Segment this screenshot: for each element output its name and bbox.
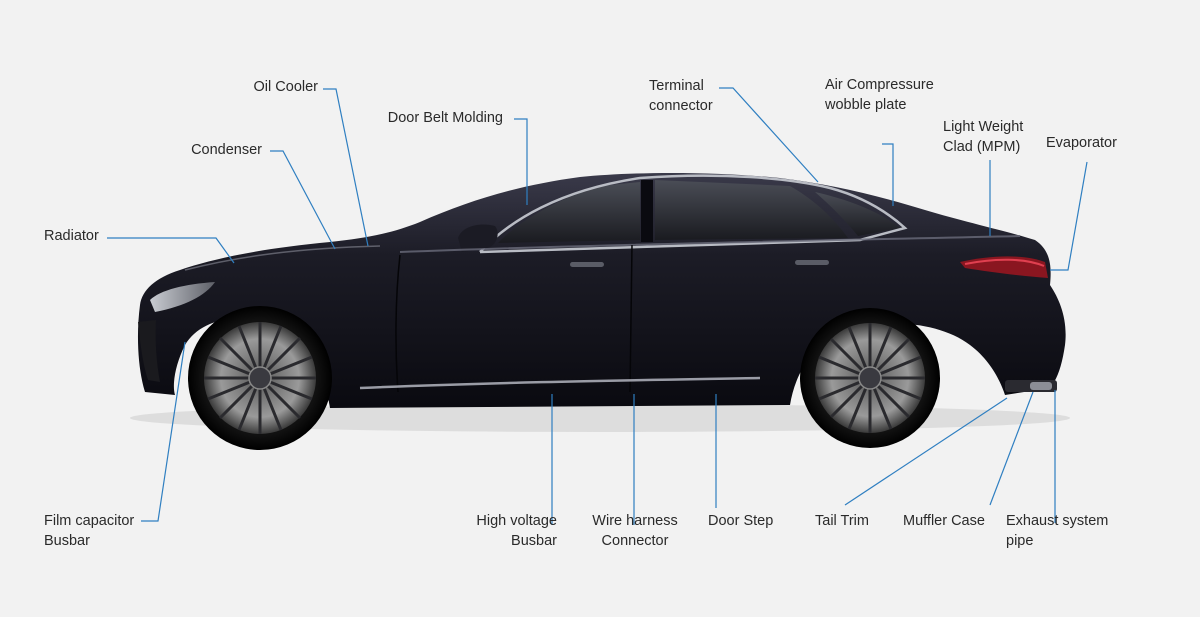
leader-tail-trim (844, 397, 1008, 506)
label-air-compressure-wobble-plate: Air Compressure wobble plate (825, 77, 934, 113)
label-wire-harness-connector: Wire harness Connector (592, 513, 678, 549)
front-window (498, 182, 640, 243)
window-trim (479, 174, 908, 254)
leader-oil-cooler (323, 88, 369, 247)
front-door-handle (570, 262, 604, 267)
rear-hub (858, 366, 882, 390)
leader-radiator (107, 237, 235, 264)
rear-door-handle (795, 260, 829, 265)
tail-light-glow (964, 258, 1045, 267)
headlight (150, 282, 215, 312)
label-evaporator: Evaporator (1046, 135, 1117, 151)
hood-highlight (184, 245, 381, 271)
label-tail-trim: Tail Trim (815, 513, 869, 529)
leader-condenser (270, 150, 336, 250)
front-grille (138, 320, 160, 382)
label-film-capacitor-busbar: Film capacitor Busbar (44, 513, 135, 549)
door-sill-chrome (359, 376, 761, 390)
shoulder-highlight (399, 235, 1021, 253)
rear-window (655, 180, 848, 240)
front-door-seam (395, 254, 401, 393)
label-door-step: Door Step (708, 513, 774, 529)
label-condenser: Condenser (191, 142, 262, 158)
side-mirror (458, 224, 498, 252)
leader-film-capacitor (141, 341, 186, 522)
label-light-weight-clad: Light Weight Clad (MPM) (943, 119, 1024, 155)
leader-air-compressure (882, 143, 894, 206)
quarter-window (815, 192, 900, 236)
front-hub (248, 366, 272, 390)
label-door-belt-molding: Door Belt Molding (387, 110, 503, 126)
label-terminal-connector: Terminal connector (649, 78, 713, 114)
label-exhaust-system-pipe: Exhaust system pipe (1006, 513, 1109, 549)
leader-terminal-connector (719, 87, 819, 183)
leader-muffler-case (989, 391, 1034, 506)
exhaust-tip (1030, 382, 1052, 390)
leader-door-belt-molding (514, 118, 528, 205)
label-oil-cooler: Oil Cooler (253, 79, 318, 95)
leader-evaporator (1050, 161, 1088, 271)
label-radiator: Radiator (44, 228, 99, 244)
label-high-voltage-busbar: High voltage Busbar (476, 513, 557, 549)
door-seam (629, 244, 633, 393)
label-muffler-case: Muffler Case (903, 513, 985, 529)
